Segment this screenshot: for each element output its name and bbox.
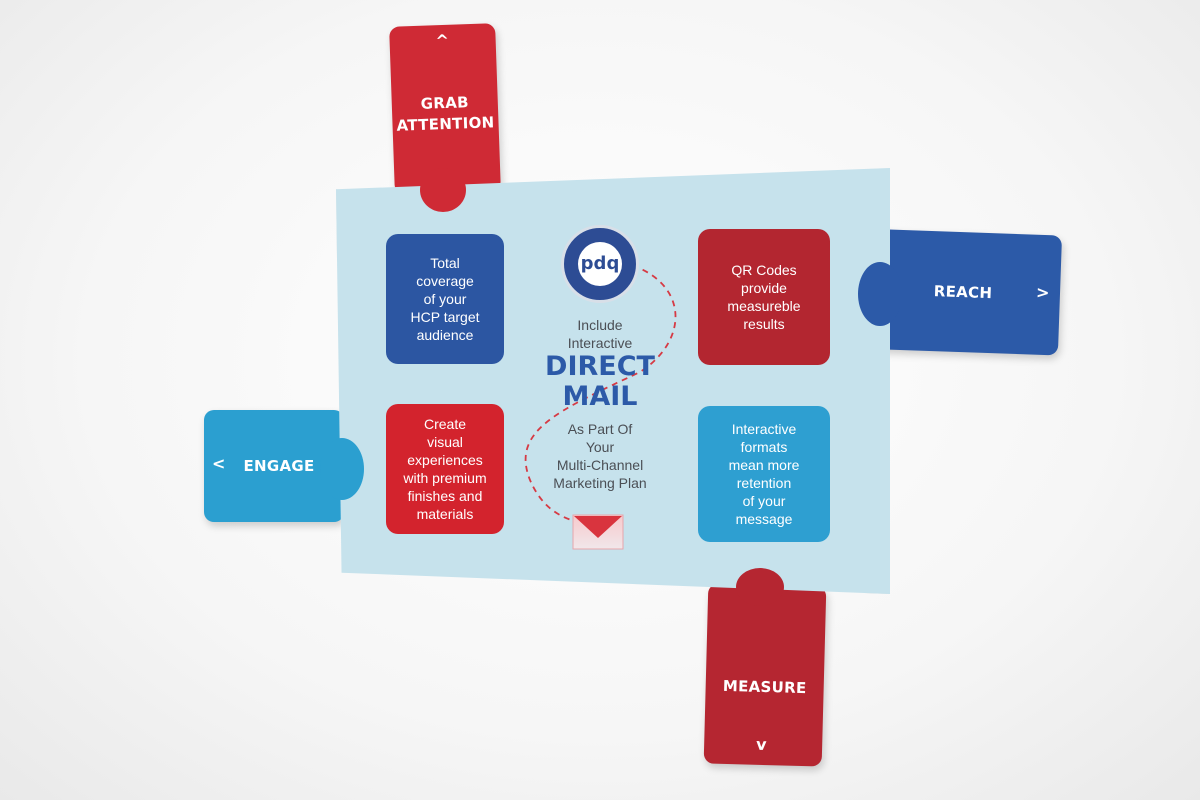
- pdq-logo: pdq: [561, 225, 639, 303]
- interactive-text: Interactive formats mean more retention …: [729, 420, 800, 528]
- interactive-line: mean more: [728, 457, 800, 473]
- interactive-line: of your: [742, 493, 786, 509]
- direct-mail-headline: DIRECT MAIL: [530, 352, 670, 412]
- interactive-line: Interactive: [731, 421, 797, 437]
- coverage-line: coverage: [416, 273, 474, 289]
- coverage-line: audience: [416, 327, 474, 343]
- headline-line: DIRECT: [545, 351, 655, 382]
- arrow-down-icon: v: [755, 734, 767, 755]
- include-line: Include: [577, 317, 623, 333]
- tagline-line: Marketing Plan: [553, 475, 647, 491]
- reach-tab-notch: [858, 262, 902, 326]
- qr-line: measureble: [727, 298, 801, 314]
- arrow-up-icon: ^: [435, 30, 450, 51]
- arrow-left-icon: <: [212, 454, 226, 473]
- interactive-line: message: [735, 511, 793, 527]
- include-interactive-text: Include Interactive: [530, 316, 670, 352]
- attention-label-line: ATTENTION: [396, 113, 495, 135]
- grab-tab-notch: [420, 168, 466, 212]
- create-line: materials: [416, 506, 474, 522]
- interactive-line: retention: [736, 475, 792, 491]
- tagline-line: Multi-Channel: [556, 457, 644, 473]
- create-line: finishes and: [407, 488, 483, 504]
- reach-label: REACH: [933, 282, 993, 303]
- include-line: Interactive: [567, 335, 633, 351]
- create-visual-box: Create visual experiences with premium f…: [386, 404, 504, 534]
- arrow-right-icon: >: [1035, 282, 1050, 303]
- qr-codes-box: QR Codes provide measureble results: [698, 229, 830, 365]
- measure-label: MEASURE: [722, 676, 807, 698]
- marketing-plan-text: As Part Of Your Multi-Channel Marketing …: [530, 420, 670, 492]
- coverage-text: Total coverage of your HCP target audien…: [411, 254, 480, 344]
- create-line: with premium: [403, 470, 487, 486]
- pdq-logo-text: pdq: [578, 242, 622, 286]
- coverage-line: Total: [430, 255, 460, 271]
- grab-attention-label: GRAB ATTENTION: [391, 91, 498, 137]
- tagline-line: Your: [585, 439, 615, 455]
- coverage-box: Total coverage of your HCP target audien…: [386, 234, 504, 364]
- qr-line: provide: [741, 280, 787, 296]
- create-line: Create: [423, 416, 467, 432]
- engage-label: ENGAGE: [243, 457, 315, 475]
- create-text: Create visual experiences with premium f…: [403, 415, 486, 523]
- qr-line: QR Codes: [731, 262, 797, 278]
- coverage-line: HCP target: [410, 309, 480, 325]
- engage-tab-notch: [320, 438, 364, 500]
- interactive-line: formats: [740, 439, 788, 455]
- measure-tab-notch: [736, 568, 784, 606]
- tagline-line: As Part Of: [567, 421, 633, 437]
- measure-tab[interactable]: MEASURE v: [703, 583, 827, 767]
- create-line: visual: [427, 434, 463, 450]
- create-line: experiences: [407, 452, 483, 468]
- coverage-line: of your: [423, 291, 467, 307]
- headline-line: MAIL: [562, 381, 638, 412]
- qr-text: QR Codes provide measureble results: [727, 261, 800, 333]
- qr-line: results: [743, 316, 785, 332]
- envelope-icon: [572, 514, 624, 550]
- interactive-formats-box: Interactive formats mean more retention …: [698, 406, 830, 542]
